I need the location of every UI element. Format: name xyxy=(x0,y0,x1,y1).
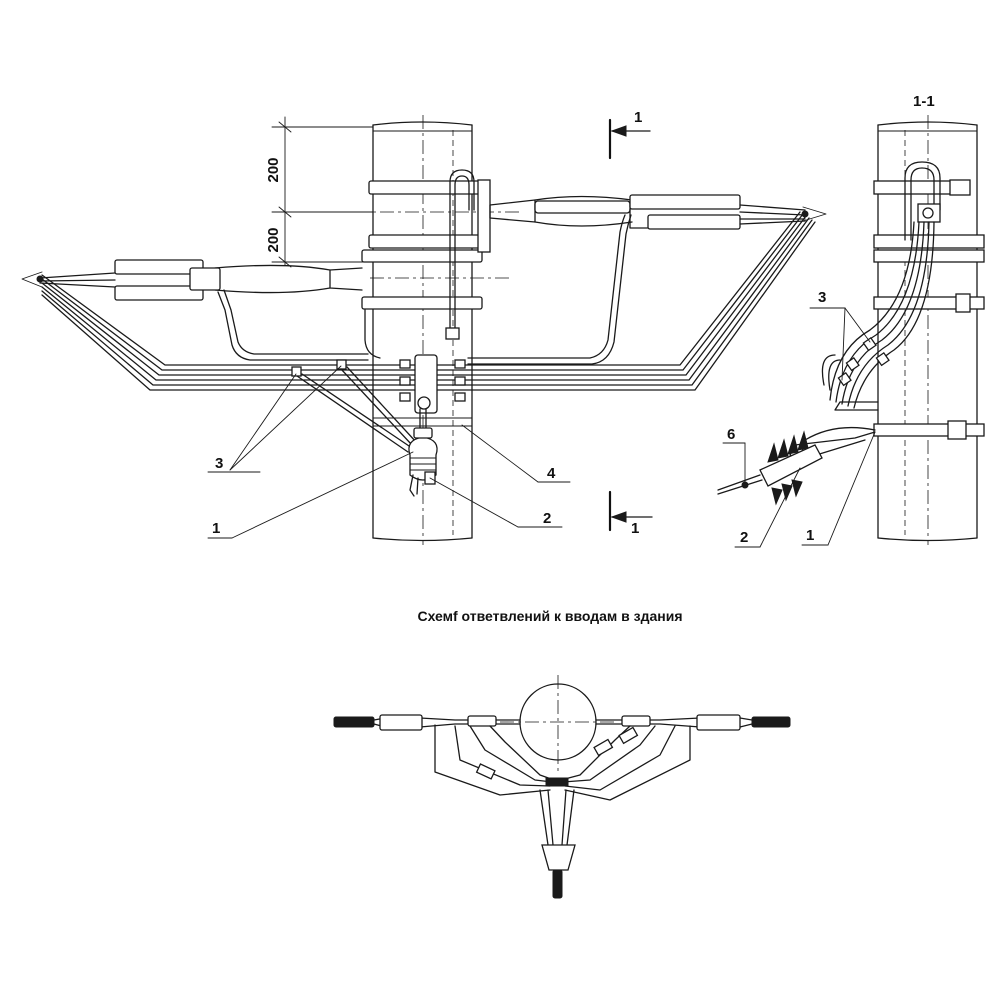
side-pole xyxy=(877,115,978,545)
pole-bands xyxy=(361,180,483,427)
section-mark-bottom-label: 1 xyxy=(631,520,639,537)
scheme-left-branches xyxy=(434,724,555,796)
scheme-right-line xyxy=(595,714,791,731)
scheme-right-branches xyxy=(560,725,691,801)
piercing-clamp-right xyxy=(336,359,347,370)
branch-wires xyxy=(296,366,418,453)
scheme-center-node xyxy=(539,777,576,899)
junction-block xyxy=(399,354,466,441)
anchor-clamp xyxy=(408,427,438,497)
dimension-top: 200 xyxy=(265,157,282,182)
section-mark-bottom xyxy=(608,490,653,532)
side-label-3: 3 xyxy=(818,289,826,306)
section-title: 1-1 xyxy=(913,93,935,110)
side-label-1: 1 xyxy=(806,527,814,544)
branch-scheme xyxy=(333,675,791,899)
front-leaders xyxy=(207,365,571,539)
section-mark-top-label: 1 xyxy=(634,109,642,126)
front-label-3: 3 xyxy=(215,455,223,472)
front-view: 200 200 1 1 xyxy=(21,109,827,545)
right-tension-clamp xyxy=(467,194,827,365)
piercing-clamp-left xyxy=(291,366,302,377)
front-label-2: 2 xyxy=(543,510,551,527)
front-label-1: 1 xyxy=(212,520,220,537)
side-label-2: 2 xyxy=(740,529,748,546)
front-label-4: 4 xyxy=(547,465,556,482)
side-bundle xyxy=(821,221,935,409)
side-view: 1-1 xyxy=(717,93,985,548)
side-label-6: 6 xyxy=(727,426,735,443)
dimension-lines xyxy=(271,116,374,268)
section-mark-top xyxy=(608,118,651,160)
diagram-caption: Схемf ответвлений к вводам в здания xyxy=(417,608,682,624)
side-bands xyxy=(873,179,985,440)
side-leaders xyxy=(722,307,876,548)
side-hook xyxy=(904,161,941,241)
dimension-bottom: 200 xyxy=(265,227,282,252)
pole-hook xyxy=(445,169,491,340)
left-tension-clamp xyxy=(21,259,381,361)
scheme-left-line xyxy=(333,714,521,731)
